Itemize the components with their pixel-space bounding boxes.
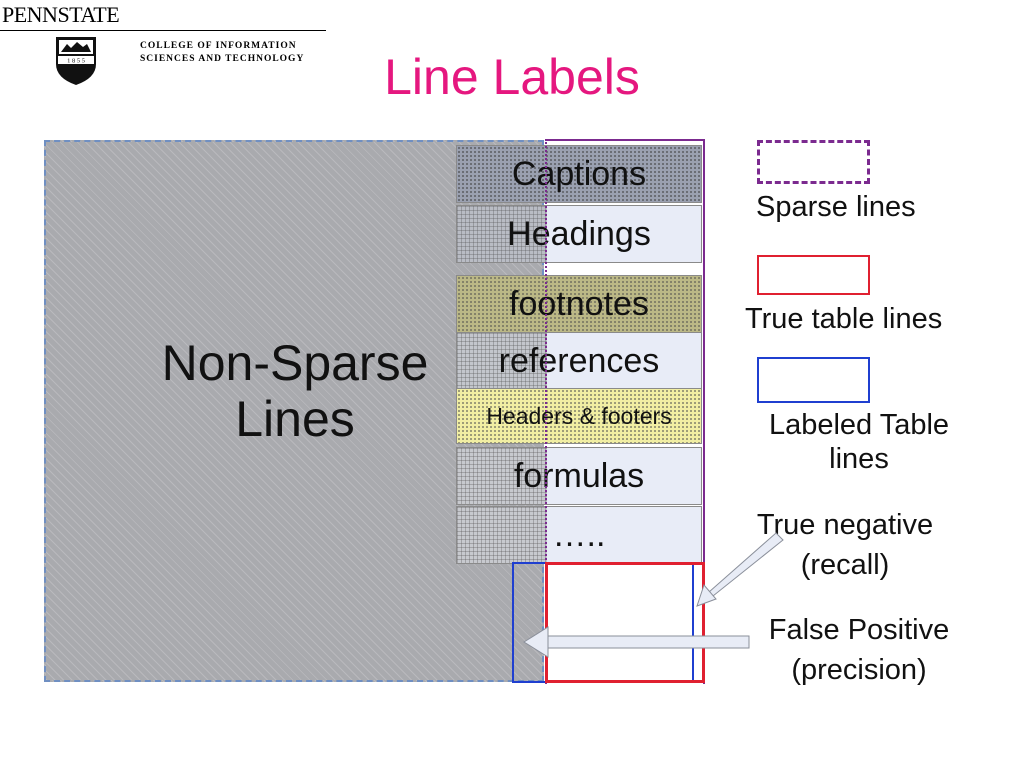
category-pattern-swatch <box>457 333 547 389</box>
non-sparse-lines-label: Non-Sparse Lines <box>122 335 468 447</box>
category-pattern-swatch <box>457 146 701 202</box>
category-row: Captions <box>456 145 702 203</box>
category-pattern-swatch <box>457 276 701 332</box>
category-row: formulas <box>456 447 702 505</box>
legend-labeled-line-1: Labeled Table <box>768 409 950 441</box>
category-label: references <box>498 341 660 380</box>
brand-divider <box>0 30 326 31</box>
false-positive-line-1: False Positive <box>768 614 950 646</box>
category-row: Headers & footers <box>456 388 702 444</box>
shield-icon: 1 8 5 5 <box>56 37 96 85</box>
category-label: formulas <box>513 456 645 495</box>
college-name: COLLEGE OF INFORMATION SCIENCES AND TECH… <box>140 40 304 66</box>
category-label: Headers & footers <box>486 402 672 429</box>
true-table-lines-box <box>545 562 705 683</box>
category-pattern-swatch <box>457 507 547 563</box>
brand-name: PENNSTATE <box>2 2 120 27</box>
category-row: Headings <box>456 205 702 263</box>
category-label: footnotes <box>509 284 649 323</box>
category-label: Headings <box>507 214 651 253</box>
category-label: ….. <box>552 515 606 554</box>
false-positive-label: False Positive (precision) <box>752 610 966 690</box>
non-sparse-label-line-2: Lines <box>235 391 355 447</box>
category-pattern-swatch <box>457 448 547 504</box>
legend-labeled-table-swatch <box>757 357 870 403</box>
sparse-lines-box <box>545 139 705 684</box>
true-negative-label: True negative (recall) <box>740 505 950 585</box>
non-sparse-label-line-1: Non-Sparse <box>161 335 429 391</box>
category-row: ….. <box>456 506 702 564</box>
legend-sparse-label: Sparse lines <box>756 191 916 223</box>
false-positive-line-2: (precision) <box>791 654 927 686</box>
legend-sparse-swatch <box>757 140 870 184</box>
legend-labeled-line-2: lines <box>829 443 889 475</box>
college-line-2: SCIENCES AND TECHNOLOGY <box>140 54 305 64</box>
category-pattern-swatch <box>457 389 701 443</box>
legend-true-table-label: True table lines <box>745 303 943 335</box>
true-negative-line-1: True negative <box>756 509 934 541</box>
college-line-1: COLLEGE OF INFORMATION <box>140 41 297 51</box>
true-negative-line-2: (recall) <box>800 549 890 581</box>
category-pattern-swatch <box>457 206 547 262</box>
legend-true-table-swatch <box>757 255 870 295</box>
slide-title: Line Labels <box>384 49 640 105</box>
category-label: Captions <box>511 154 647 193</box>
svg-text:1 8 5 5: 1 8 5 5 <box>67 58 85 65</box>
legend-labeled-table-label: Labeled Table lines <box>750 408 968 476</box>
